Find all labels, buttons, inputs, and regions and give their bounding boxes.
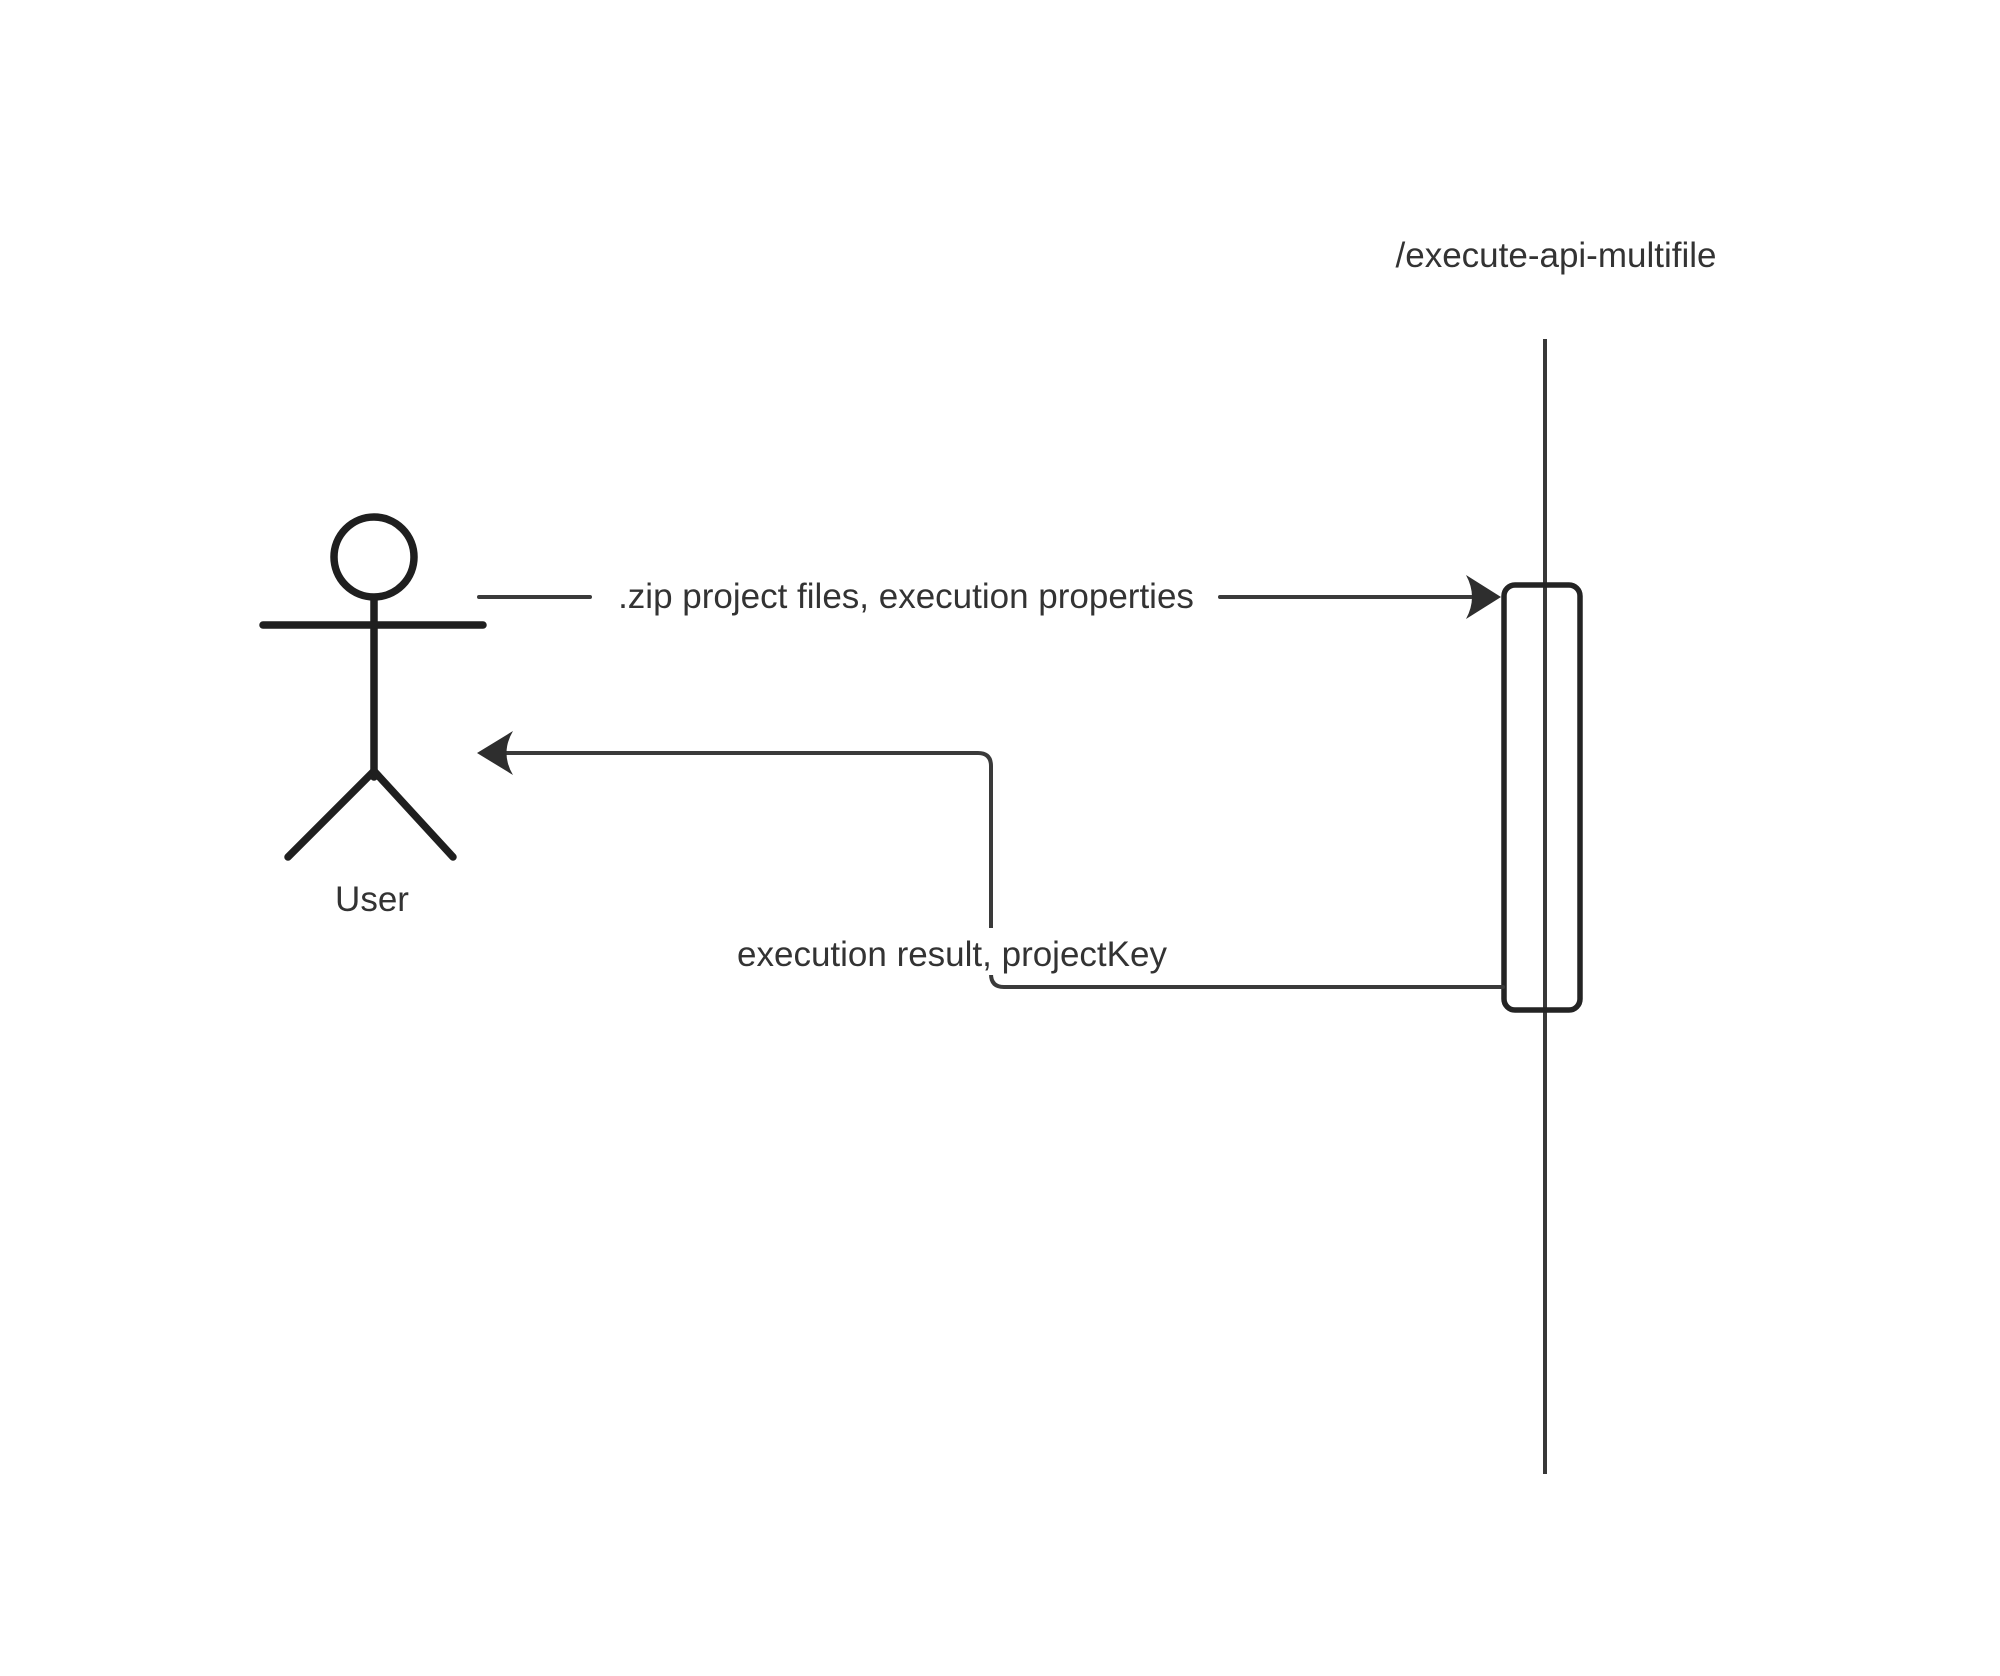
user-actor: [259, 513, 487, 861]
message-response-path: [501, 751, 1505, 989]
activation-bar: [1501, 582, 1583, 1013]
response-label-backdrop: [730, 928, 1175, 975]
message-request-label: .zip project files, execution properties: [618, 577, 1194, 616]
actor-label: User: [335, 880, 409, 919]
message-response-arrowhead-icon: [477, 731, 513, 775]
message-request-arrowhead-icon: [1466, 575, 1501, 619]
message-request: [477, 575, 1501, 619]
actor-leg-left: [284, 767, 378, 861]
actor-head-icon: [330, 513, 418, 601]
lifeline-title: /execute-api-multifile: [1396, 236, 1717, 275]
message-response: [477, 731, 1505, 989]
actor-leg-right: [370, 767, 457, 861]
message-response-label: execution result, projectKey: [737, 935, 1167, 974]
